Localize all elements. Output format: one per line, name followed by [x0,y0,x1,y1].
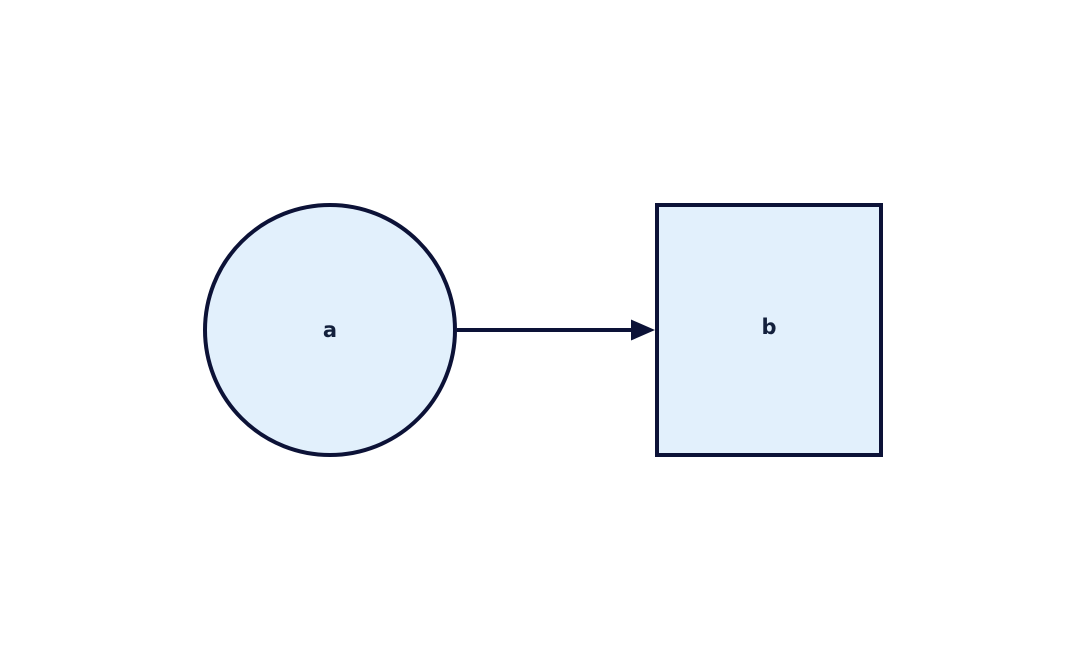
node-a-label: a [323,318,337,342]
node-a-circle-shape[interactable] [203,203,457,457]
edge-a-to-b [457,319,655,341]
node-a[interactable]: a [203,203,457,457]
node-b-rect-shape[interactable] [655,203,883,457]
node-b[interactable]: b [655,203,883,457]
node-b-label: b [761,315,776,339]
arrowhead-icon [631,319,655,341]
